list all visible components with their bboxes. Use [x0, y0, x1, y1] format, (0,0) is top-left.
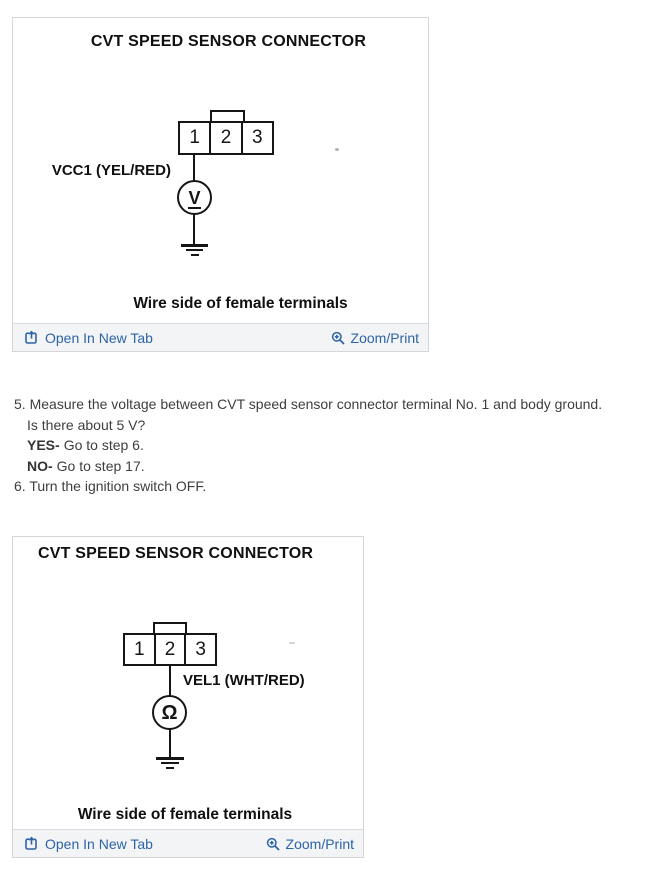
wire-segment-lower: [193, 214, 195, 244]
ohmmeter-symbol: Ω: [161, 701, 178, 724]
scan-artifact: [335, 148, 339, 151]
step-question: Is there about 5 V?: [27, 416, 146, 433]
connector-lock-tab: [210, 110, 245, 124]
wiring-diagram-resistance: CVT SPEED SENSOR CONNECTOR 1 2 3 VEL1 (W…: [13, 537, 363, 829]
step-yes-branch: YES-Go to step 6.: [27, 435, 634, 456]
open-in-new-tab-label: Open In New Tab: [45, 835, 153, 852]
wire-segment-upper: [169, 666, 171, 696]
diagram-title: CVT SPEED SENSOR CONNECTOR: [38, 545, 314, 562]
zoom-print-label: Zoom/Print: [350, 329, 419, 346]
diagram-title: CVT SPEED SENSOR CONNECTOR: [90, 33, 367, 50]
wiring-diagram-voltage: CVT SPEED SENSOR CONNECTOR 1 2 3 VCC1 (Y…: [13, 18, 428, 323]
connector-terminal-row: 1 2 3: [178, 121, 274, 155]
no-text: Go to step 17.: [56, 457, 145, 474]
step-5: 5. Measure the voltage between CVT speed…: [14, 394, 634, 415]
terminal-cell-3: 3: [240, 123, 272, 153]
voltmeter-icon: V: [177, 180, 212, 215]
connector-figure-voltage: CVT SPEED SENSOR CONNECTOR 1 2 3 VCC1 (Y…: [12, 17, 429, 352]
ground-icon: [161, 762, 179, 764]
step-no-branch: NO-Go to step 17.: [27, 456, 634, 477]
ground-icon: [191, 254, 199, 256]
ground-icon: [181, 244, 208, 247]
zoom-print-link[interactable]: Zoom/Print: [266, 836, 354, 852]
ground-icon: [166, 767, 174, 769]
terminal-cell-1: 1: [134, 638, 145, 660]
diagram-caption: Wire side of female terminals: [133, 295, 348, 312]
step-text: Measure the voltage between CVT speed se…: [29, 396, 603, 412]
step-number: 5.: [14, 396, 26, 412]
ohmmeter-icon: Ω: [152, 695, 187, 730]
zoom-print-label: Zoom/Print: [285, 835, 354, 852]
terminal-cell-2: 2: [209, 123, 240, 153]
wire-segment-lower: [169, 729, 171, 757]
procedure-steps: 5. Measure the voltage between CVT speed…: [14, 394, 634, 497]
open-in-new-tab-link[interactable]: Open In New Tab: [24, 330, 153, 346]
figure-toolbar: Open In New Tab Zoom/Print: [13, 829, 363, 857]
connector-terminal-row: 1 2 3: [123, 633, 217, 666]
open-in-new-tab-link[interactable]: Open In New Tab: [24, 836, 153, 852]
yes-label: YES-: [27, 437, 60, 454]
connector-lock-tab: [153, 622, 187, 636]
step-text: Turn the ignition switch OFF.: [29, 478, 207, 495]
open-in-new-tab-label: Open In New Tab: [45, 329, 153, 346]
zoom-print-link[interactable]: Zoom/Print: [331, 330, 419, 346]
terminal-cell-1: 1: [189, 127, 200, 148]
wire-segment-upper: [193, 155, 195, 183]
step-number: 6.: [14, 478, 26, 495]
connector-figure-resistance: CVT SPEED SENSOR CONNECTOR 1 2 3 VEL1 (W…: [12, 536, 364, 858]
diagram-caption: Wire side of female terminals: [77, 806, 293, 823]
zoom-in-icon: [331, 331, 345, 345]
ground-icon: [186, 249, 203, 251]
zoom-in-icon: [266, 837, 280, 851]
wire-label: VCC1 (YEL/RED): [51, 162, 171, 179]
terminal-cell-3: 3: [184, 635, 215, 664]
yes-text: Go to step 6.: [63, 437, 144, 454]
voltmeter-symbol: V: [188, 187, 201, 208]
figure-toolbar: Open In New Tab Zoom/Print: [13, 323, 428, 351]
step-6: 6. Turn the ignition switch OFF.: [14, 476, 634, 497]
no-label: NO-: [27, 457, 53, 474]
voltmeter-underline: [188, 207, 201, 209]
scan-artifact: [289, 642, 295, 644]
open-in-new-tab-icon: [25, 836, 37, 850]
terminal-cell-2: 2: [153, 635, 185, 664]
wire-label: VEL1 (WHT/RED): [183, 672, 305, 689]
open-in-new-tab-icon: [25, 330, 37, 344]
ground-icon: [156, 757, 184, 760]
